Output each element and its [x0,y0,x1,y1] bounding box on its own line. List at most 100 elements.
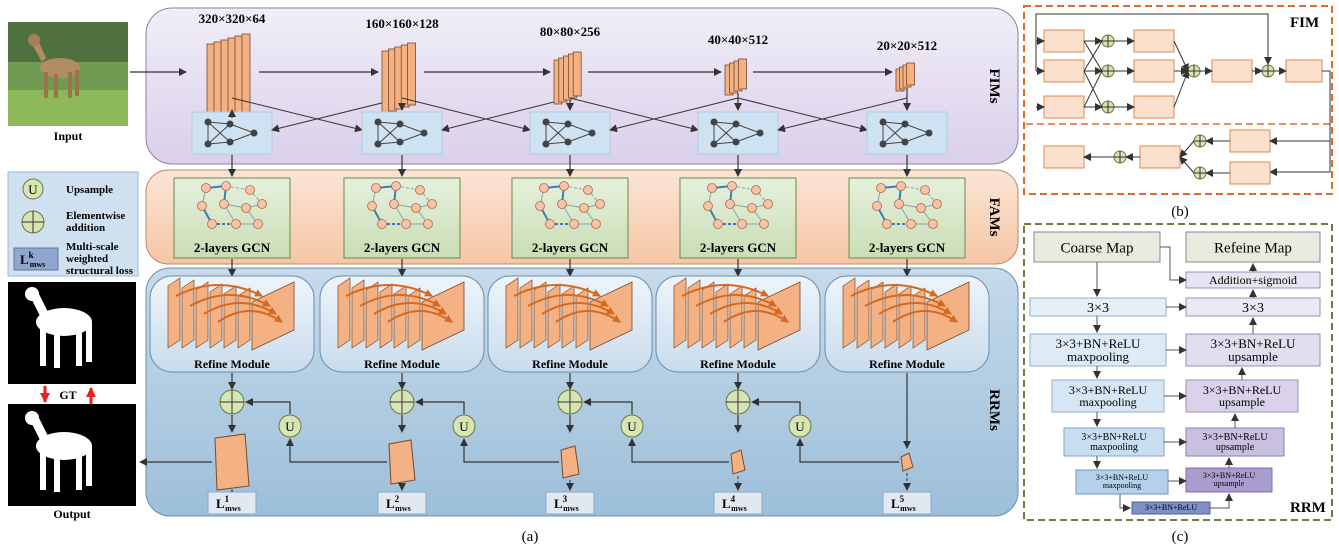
input-label: Input [54,129,83,143]
cross-arrow [737,97,868,133]
fim-block [1133,29,1175,53]
gcn-label: 2-layers GCN [532,240,609,255]
refine-module: Refine Module [149,275,315,373]
cross-arrow [441,97,571,133]
gcn-label: 2-layers GCN [364,240,441,255]
svg-text:3×3+BN+ReLU: 3×3+BN+ReLU [1202,432,1268,443]
fim-node [697,111,779,155]
elementwise-addition-icon [389,389,415,415]
encoder-size-label: 160×160×128 [365,16,439,31]
fim-block [1043,145,1085,169]
encoder-size-label: 20×20×512 [877,38,937,53]
conv-left-box: 3×3 [1029,297,1167,317]
fim-detail: FIM [1023,5,1333,195]
upsample-icon: U [788,414,812,438]
fim-block [1133,95,1175,119]
encoder-size-label: 320×320×64 [199,11,266,26]
svg-text:maxpooling: maxpooling [1067,349,1130,364]
upsample-symbol: U [285,419,295,434]
gcn-block: 2-layers GCN [679,177,797,259]
fim-block [1043,95,1085,119]
conv-right-box: 3×3 [1185,297,1321,317]
fim-block [1133,59,1175,83]
svg-text:maxpooling: maxpooling [1103,481,1141,490]
legend-loss-2: weighted [66,253,108,265]
refine-module-label: Refine Module [194,357,270,371]
svg-text:Coarse Map: Coarse Map [1061,241,1134,257]
svg-text:3×3+BN+ReLU: 3×3+BN+ReLU [1069,383,1148,397]
svg-text:3×3+BN+ReLU: 3×3+BN+ReLU [1203,471,1255,480]
gt-image [8,282,136,384]
fim-block [1229,129,1271,153]
gcn-label: 2-layers GCN [194,240,271,255]
gcn-block: 2-layers GCN [173,177,291,259]
svg-text:Refeine Map: Refeine Map [1214,241,1292,257]
encoder-block [724,58,747,96]
encoder-size-label: 80×80×256 [540,24,601,39]
legend-loss-3: structural loss [66,265,134,277]
input-image [8,22,128,126]
refine-module: Refine Module [487,275,653,373]
upsample-input-arrow [460,438,559,463]
fim-block [1229,161,1271,185]
cross-arrow [569,97,699,133]
rrm-title: RRM [1290,500,1326,516]
encoder-size-label: 40×40×512 [708,32,768,47]
fim-add-icon [1101,64,1115,78]
caption-c: (c) [1172,529,1189,545]
upsample-input-arrow [286,438,387,463]
elementwise-addition-legend-icon [21,210,45,234]
upsample-to-add-arrow [415,398,465,414]
output-block [900,452,914,472]
svg-text:upsample: upsample [1228,349,1278,364]
encoder-block [381,42,417,114]
fims-label: FIMs [986,69,1002,104]
fim-block [1285,59,1323,83]
svg-text:Addition+sigmoid: Addition+sigmoid [1209,273,1297,287]
elementwise-addition-icon [219,389,245,415]
svg-text:3×3+BN+ReLU: 3×3+BN+ReLU [1211,336,1296,351]
svg-text:maxpooling: maxpooling [1090,442,1138,453]
coarse-map-box: Coarse Map [1033,231,1161,263]
svg-text:3×3: 3×3 [1087,301,1109,316]
encoder-block [206,33,251,125]
upsample-legend-symbol: U [28,182,38,197]
fim-add-icon [1101,100,1115,114]
svg-text:3×3: 3×3 [1242,301,1264,316]
fams-label: FAMs [986,198,1002,237]
svg-text:upsample: upsample [1216,442,1255,453]
legend-elementwise-2: addition [66,222,105,234]
refine-module-label: Refine Module [869,357,945,371]
gt-label: GT [59,388,76,402]
fim-add-icon [1113,150,1127,164]
fim-block [1139,145,1181,169]
svg-text:3×3+BN+ReLU: 3×3+BN+ReLU [1081,432,1147,443]
upsample-input-arrow [628,438,729,463]
fim-block [1043,29,1085,53]
upsample-to-add-arrow [751,398,801,414]
upsample-icon: U [278,414,302,438]
output-block [560,445,580,479]
fim-block [1043,59,1085,83]
upsample-symbol: U [459,419,469,434]
fim-node [191,111,273,155]
caption-b: (b) [1171,204,1189,220]
fim-node [529,111,611,155]
output-block [730,449,746,475]
upsample-to-add-arrow [245,398,291,414]
